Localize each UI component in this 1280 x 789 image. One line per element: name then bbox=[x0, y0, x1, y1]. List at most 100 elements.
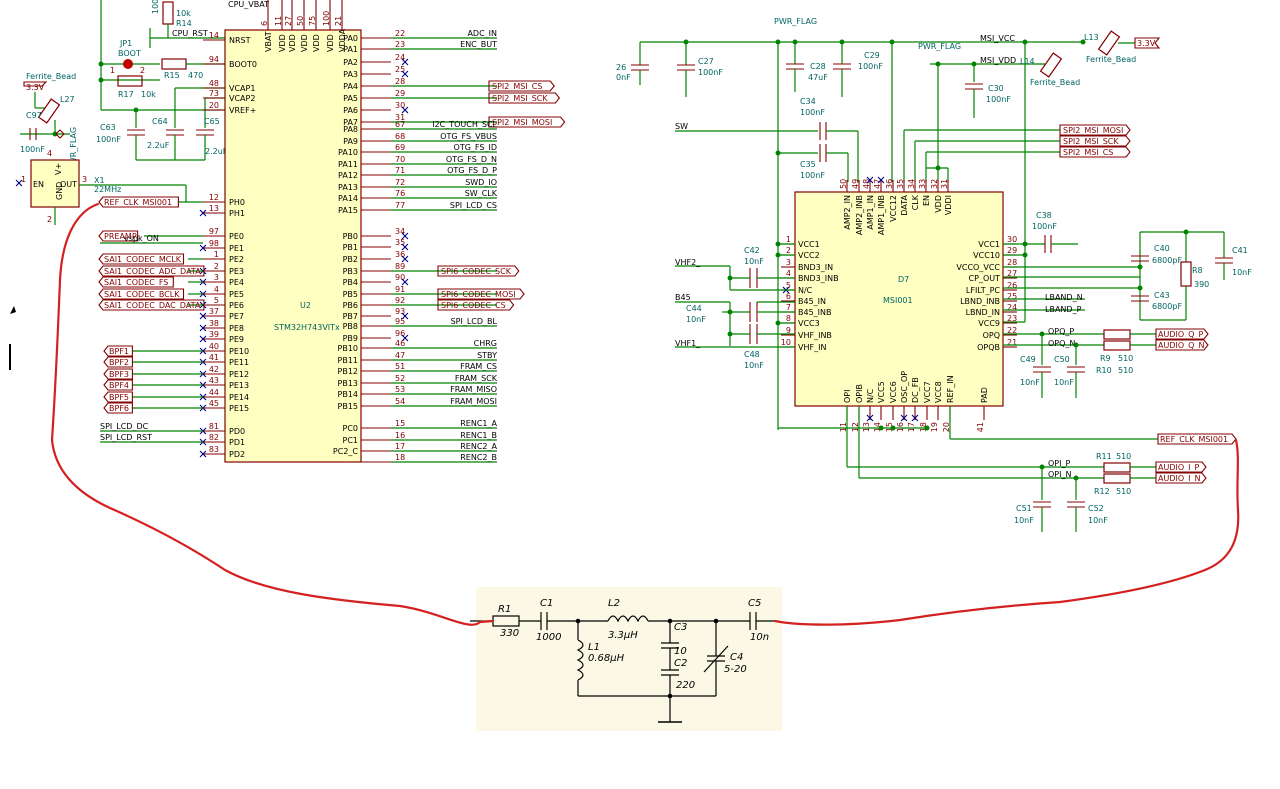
u2-pin-number: 24 bbox=[395, 53, 405, 62]
r17-value: 10k bbox=[141, 90, 156, 99]
u2-pin-name: PB5 bbox=[343, 290, 358, 299]
d7-pin-name: B45_IN bbox=[798, 297, 826, 306]
u2-net-flag: SPI6_CODEC_MOSI bbox=[441, 290, 516, 299]
filter-inset: R1 330 C1 1000 L2 3.3μH C3 10 C2 220 L1 … bbox=[470, 587, 782, 731]
u2-pin-name: VDDA bbox=[338, 28, 347, 52]
c44-value: 10nF bbox=[686, 315, 706, 324]
d7-pin-number: 50 bbox=[839, 179, 848, 189]
u2-net-label: FRAM_CS bbox=[460, 362, 497, 371]
u2-pin-number: 53 bbox=[395, 385, 405, 394]
u2-pin-number: 70 bbox=[395, 155, 405, 164]
u2-pin-number: 42 bbox=[209, 365, 219, 374]
d7-pin-name: LFILT_PC bbox=[966, 286, 1000, 295]
l2-value: 3.3μH bbox=[608, 630, 638, 641]
d7-pin-number: 31 bbox=[940, 179, 949, 189]
u2-pin-name: VDD bbox=[312, 34, 321, 52]
u2-left-net-flag: SAI1_CODEC_MCLK bbox=[104, 255, 182, 264]
u2-pin-name: PB0 bbox=[343, 232, 358, 241]
u2-left-net-flag: BPF5 bbox=[109, 393, 129, 402]
u2-left-net-flag: SAI1_CODEC_BCLK bbox=[104, 290, 180, 299]
u2-pin-number: 67 bbox=[395, 120, 405, 129]
d7-pin-name: VHF_IN bbox=[798, 343, 826, 352]
u2-net-label: SPI_LCD_BL bbox=[451, 317, 498, 326]
u2-pin-number: 43 bbox=[209, 376, 219, 385]
u2-pin-number: 91 bbox=[395, 285, 405, 294]
r12-value: 510 bbox=[1116, 487, 1131, 496]
c49-ref: C49 bbox=[1020, 355, 1036, 364]
audio-q-n-label: AUDIO_Q_N bbox=[1158, 341, 1204, 350]
u2-value: STM32H743VITx bbox=[274, 323, 340, 332]
c42-value: 10nF bbox=[744, 257, 764, 266]
u2-pin-name: PB6 bbox=[343, 301, 358, 310]
u2-pin-number: 52 bbox=[395, 374, 405, 383]
u2-left-net-flag: BPF4 bbox=[109, 381, 129, 390]
d7-pin-number: 47 bbox=[873, 179, 882, 189]
u2-net-label: OTG_FS_ID bbox=[454, 143, 497, 152]
u2-pin-number: 98 bbox=[209, 239, 219, 248]
u2-net-label: RENC2_A bbox=[460, 442, 497, 451]
d7-pin-number: 22 bbox=[1007, 326, 1017, 335]
u2-pin-name: PD1 bbox=[229, 438, 245, 447]
ferrite-label: Ferrite_Bead bbox=[26, 72, 76, 81]
c49-value: 10nF bbox=[1020, 378, 1040, 387]
c35-ref: C35 bbox=[800, 160, 816, 169]
opq-n-net: OPQ_N bbox=[1048, 339, 1075, 348]
l14-bead bbox=[1039, 52, 1063, 78]
pwr-flag-left: PWR_FLAG bbox=[69, 127, 78, 170]
r10-ref: R10 bbox=[1096, 366, 1112, 375]
d7-pin-name: LBND_IN bbox=[966, 308, 1000, 317]
u2-left-net-flag: BPF1 bbox=[109, 347, 129, 356]
u2-pin-name: BOOT0 bbox=[229, 60, 257, 69]
u2-pin-number: 92 bbox=[395, 296, 405, 305]
c38-value: 100nF bbox=[1032, 222, 1057, 231]
d7-pin-name: VCC7 bbox=[923, 381, 932, 403]
r8-value: 390 bbox=[1194, 280, 1209, 289]
u2-pin-number: 51 bbox=[395, 362, 405, 371]
r1-ref: R1 bbox=[498, 604, 511, 615]
d7-pin-number: 4 bbox=[786, 269, 791, 278]
u2-pin-number: 6 bbox=[260, 21, 269, 26]
r17-resistor bbox=[117, 75, 143, 87]
d7-pin-name: N/C bbox=[866, 388, 875, 403]
c34-ref: C34 bbox=[800, 97, 816, 106]
c3-ref: C3 bbox=[674, 622, 687, 633]
u2-pin-number: 89 bbox=[395, 262, 405, 271]
u2-pin-number: 34 bbox=[395, 227, 405, 236]
u2-pin-number: 12 bbox=[209, 193, 219, 202]
u2-pin-name: PC0 bbox=[343, 424, 359, 433]
c64-value: 2.2uF bbox=[147, 141, 170, 150]
d7-pin-name: CP_OUT bbox=[969, 274, 1001, 283]
r14-value: 10k bbox=[176, 9, 191, 18]
u2-pin-number: 15 bbox=[395, 419, 405, 428]
u2-pin-number: 31 bbox=[395, 113, 405, 122]
d7-ref: D7 bbox=[898, 275, 909, 284]
d7-pin-name: AMP2_INB bbox=[855, 195, 864, 235]
d7-pin-number: 33 bbox=[918, 179, 927, 189]
opi-n-net: OPI_N bbox=[1048, 470, 1071, 479]
d7-pin-number: 26 bbox=[1007, 281, 1017, 290]
u2-net-label: STBY bbox=[477, 351, 497, 360]
osc-vp: V+ bbox=[54, 163, 63, 175]
u2-pin-name: PB4 bbox=[343, 278, 358, 287]
u2-ic-body bbox=[224, 29, 362, 463]
d7-ic-body bbox=[794, 191, 1004, 407]
u2-pin-number: 90 bbox=[395, 273, 405, 282]
u2-pin-name: PC2_C bbox=[333, 447, 359, 456]
d7-pin-name: VDDI bbox=[944, 195, 953, 215]
r9-resistor bbox=[1103, 329, 1131, 340]
c30-value: 100nF bbox=[986, 95, 1011, 104]
u2-net-label: SPI_LCD_CS bbox=[450, 201, 497, 210]
u2-pin-number: 72 bbox=[395, 178, 405, 187]
c28-value: 47uF bbox=[808, 73, 828, 82]
d7-pin-name: OPQB bbox=[977, 343, 1000, 352]
ferrite-r1: Ferrite_Bead bbox=[1086, 55, 1136, 64]
d7-pin-number: 35 bbox=[896, 179, 905, 189]
u2-pin-number: 11 bbox=[274, 16, 283, 26]
inset-background bbox=[476, 587, 782, 731]
spi-sck-label: SPI2_MSI_SCK bbox=[1063, 137, 1119, 146]
c97-ref: C97 bbox=[26, 111, 42, 120]
u2-net-label: ADC_IN bbox=[467, 29, 497, 38]
u2-net-label: FRAM_SCK bbox=[455, 374, 498, 383]
u2-pin-number: 3 bbox=[214, 273, 219, 282]
c64-ref: C64 bbox=[152, 117, 168, 126]
